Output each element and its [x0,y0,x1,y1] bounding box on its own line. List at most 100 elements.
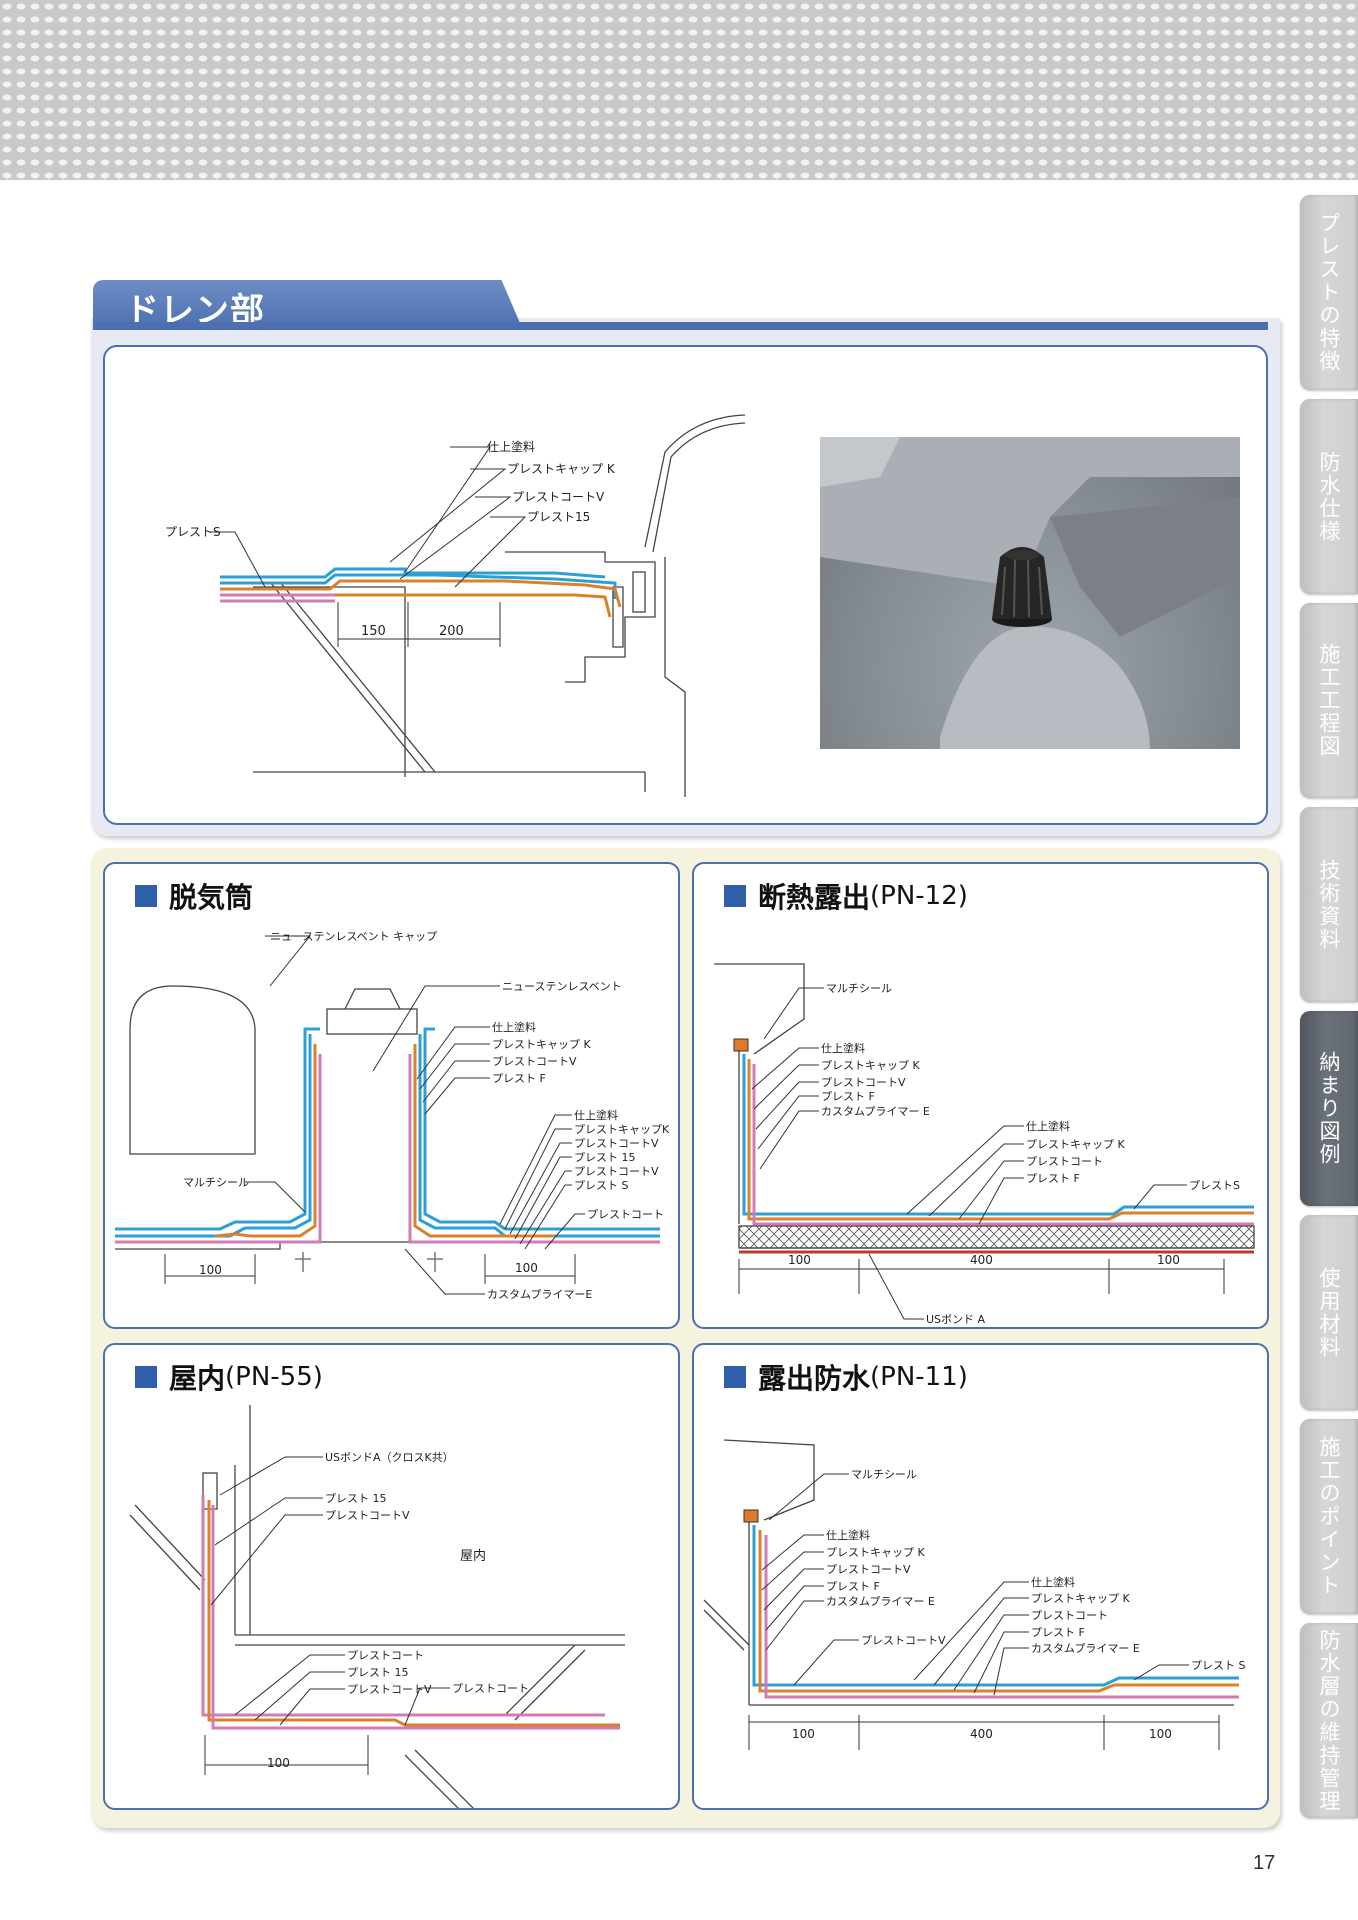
insulated-label-pf2: プレスト F [1026,1172,1080,1185]
vent-label-coat-v: プレストコートV [492,1055,577,1068]
vent-label-pf: プレスト F [492,1072,546,1085]
exposed-label-finish: 仕上塗料 [826,1528,870,1542]
square-bullet-icon [724,885,746,907]
exposed-title-text: 露出防水 [758,1362,871,1395]
slab-outline [253,586,406,777]
vent-label-cap-k: プレストキャップ K [492,1038,591,1051]
vent-label-primer: カスタムプライマーE [487,1288,592,1301]
drain-label-p15: プレスト15 [527,510,590,524]
page-number: 17 [1253,1852,1276,1874]
insulated-code: (PN-12) [870,881,968,911]
exposed-diagram: マルチシール 仕上塗料 プレストキャップ K プレストコートV プレスト F カ… [703,1439,1245,1750]
vent-label-vent: ニューステンレスベント [502,980,622,993]
vent-title: 脱気筒 [135,876,253,916]
insulated-diagram: マルチシール 仕上塗料 プレストキャップ K プレストコートV プレスト F カ… [714,963,1255,1326]
vent-label-coat-v2: プレストコートV [574,1137,659,1150]
drain-photo [820,437,1240,749]
vent-label-cap-k2: プレストキャップK [574,1123,670,1136]
vent-dim-2: 100 [515,1261,538,1275]
exposed-label-cap-k: プレストキャップ K [826,1546,925,1559]
exposed-label-multiseal: マルチシール [851,1468,917,1481]
vent-title-text: 脱気筒 [169,881,254,914]
vent-label-multiseal: マルチシール [183,1176,249,1189]
exposed-label-coat-v-low: プレストコートV [861,1634,946,1647]
exposed-code: (PN-11) [870,1362,968,1392]
exposed-dim-2: 400 [970,1727,993,1741]
vent-label-ps: プレスト S [574,1179,628,1192]
side-tab-technical[interactable]: 技術資料 [1300,807,1358,1002]
side-tab-waterproof-spec[interactable]: 防水仕様 [1300,399,1358,594]
side-tab-materials[interactable]: 使用材料 [1300,1215,1358,1410]
side-tab-label: 技術資料 [1317,858,1341,951]
drain-label-ps: プレストS [165,525,221,539]
side-tab-label: 施工のポイント [1317,1436,1341,1597]
insulated-label-cap-k2: プレストキャップ K [1026,1138,1125,1151]
drain-dim-150: 150 [361,624,386,639]
side-tab-label: 防水仕様 [1317,450,1341,543]
insulated-panel: 断熱露出(PN-12) [692,862,1269,1329]
indoor-label-p15b: プレスト 15 [347,1666,409,1679]
exposed-label-cap-k2: プレストキャップ K [1031,1592,1130,1605]
side-tab-maintenance[interactable]: 防水層の維持管理 [1300,1623,1358,1818]
insulated-label-coat-v: プレストコートV [821,1076,906,1089]
exposed-dim-3: 100 [1149,1727,1172,1741]
side-tab-label: 施工工程図 [1317,643,1341,758]
indoor-panel: 屋内(PN-55) [103,1343,680,1810]
vent-diagram: ニューステンレスベント キャップ ニューステンレスベント 仕上塗料 プレストキャ… [115,930,670,1301]
indoor-label-coat-v2: プレストコートV [347,1683,432,1696]
vent-label-coat-v3: プレストコートV [574,1165,659,1178]
exposed-label-coat-v: プレストコートV [826,1563,911,1576]
indoor-label-coat2: プレストコート [452,1682,529,1695]
insulated-label-pf: プレスト F [821,1090,875,1103]
vent-dim-1: 100 [199,1263,222,1277]
indoor-label-coat-v: プレストコートV [325,1509,410,1522]
indoor-title-text: 屋内 [169,1362,226,1395]
insulated-dim-1: 100 [788,1253,811,1267]
insulated-title-text: 断熱露出 [758,881,871,914]
exposed-label-primer2: カスタムプライマー E [1031,1642,1140,1655]
exposed-panel: 露出防水(PN-11) [692,1343,1269,1810]
drain-label-finish: 仕上塗料 [487,439,535,454]
exposed-title: 露出防水(PN-11) [724,1357,968,1397]
drain-title-bar [93,322,1268,330]
indoor-label-p15: プレスト 15 [325,1492,387,1505]
insulated-label-finish: 仕上塗料 [821,1041,865,1055]
indoor-dim-1: 100 [267,1756,290,1770]
square-bullet-icon [135,1366,157,1388]
drain-title-tab [93,280,523,330]
side-tab-points[interactable]: 施工のポイント [1300,1419,1358,1614]
vent-label-coat: プレストコート [587,1208,664,1221]
square-bullet-icon [135,885,157,907]
side-tab-detail-examples[interactable]: 納まり図例 [1300,1011,1358,1206]
side-tab-label: プレストの特徴 [1317,212,1341,373]
vent-label-cap: ニューステンレスベント キャップ [270,930,437,943]
indoor-code: (PN-55) [225,1362,323,1392]
insulated-dim-3: 100 [1157,1253,1180,1267]
side-tab-process[interactable]: 施工工程図 [1300,603,1358,798]
exposed-label-ps: プレスト S [1191,1659,1245,1672]
drain-layers [220,567,622,618]
exposed-dim-1: 100 [792,1727,815,1741]
vent-label-p15: プレスト 15 [574,1151,636,1164]
exposed-label-pf: プレスト F [826,1580,880,1593]
insulated-label-primer: カスタムプライマー E [821,1105,930,1118]
vent-label-finish2: 仕上塗料 [574,1108,618,1122]
vent-cap-outline [129,985,256,1155]
insulated-label-ps: プレストS [1189,1179,1240,1192]
insulated-label-cap-k: プレストキャップ K [821,1059,920,1072]
exposed-label-coat: プレストコート [1031,1609,1108,1622]
square-bullet-icon [724,1366,746,1388]
drain-diagram: 仕上塗料 プレストキャップ K プレストコートV プレスト15 プレストS 15… [165,414,746,797]
side-tab-features[interactable]: プレストの特徴 [1300,195,1358,390]
indoor-diagram: USボンドA（クロスK共） プレスト 15 プレストコートV 屋内 プレストコー… [129,1405,625,1808]
drain-label-coat-v: プレストコートV [512,490,605,504]
insulated-label-bond: USボンド A [926,1313,986,1326]
indoor-title: 屋内(PN-55) [135,1357,323,1397]
insulated-label-multiseal: マルチシール [826,982,892,995]
vent-panel: 脱気筒 [103,862,680,1329]
insulated-dim-2: 400 [970,1253,993,1267]
drain-dim-200: 200 [439,624,464,639]
insulated-label-coat: プレストコート [1026,1155,1103,1168]
exposed-label-finish2: 仕上塗料 [1031,1575,1075,1589]
drain-label-cap-k: プレストキャップ K [507,462,616,476]
